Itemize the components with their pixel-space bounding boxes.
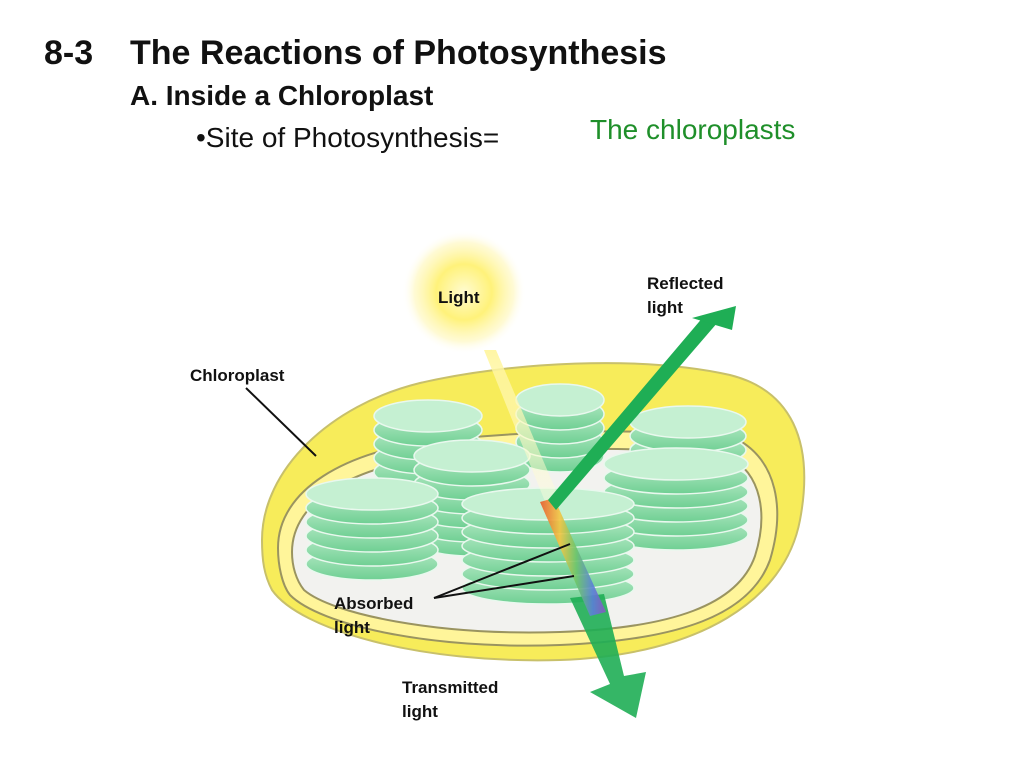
absorbed-label-line-1: Absorbed xyxy=(334,594,414,613)
light-source-glow xyxy=(402,230,526,354)
reflected-light-label: Reflected light xyxy=(647,272,724,320)
reflected-label-line-1: Reflected xyxy=(647,274,724,293)
granum-stack xyxy=(305,477,439,581)
chloroplast-leader-line xyxy=(245,387,317,457)
granum-stack xyxy=(603,447,749,551)
absorbed-leader-line-2 xyxy=(433,575,575,599)
thylakoid-disc xyxy=(515,383,605,417)
thylakoid-disc xyxy=(305,477,439,511)
thylakoid-disc xyxy=(629,405,747,439)
grana-stacks xyxy=(305,383,749,605)
slide-title: The Reactions of Photosynthesis xyxy=(130,34,667,72)
transmitted-light-label: Transmitted light xyxy=(402,676,498,724)
transmitted-arrow xyxy=(570,594,646,718)
chloroplast-label: Chloroplast xyxy=(190,366,285,385)
section-number: 8-3 xyxy=(44,34,94,72)
thylakoid-disc xyxy=(603,447,749,481)
slide-subtitle: A. Inside a Chloroplast xyxy=(130,80,434,111)
bullet-site: •Site of Photosynthesis= xyxy=(196,122,500,153)
answer-text: The chloroplasts xyxy=(590,114,796,145)
absorbed-spectrum-band xyxy=(540,498,606,616)
reflected-arrow xyxy=(548,306,736,510)
thylakoid-disc xyxy=(373,399,483,433)
incoming-light-beam xyxy=(484,350,560,504)
transmitted-label-line-2: light xyxy=(402,702,438,721)
thylakoid-disc xyxy=(413,439,531,473)
absorbed-light-label: Absorbed light xyxy=(334,592,413,640)
transmitted-label-line-1: Transmitted xyxy=(402,678,499,697)
absorbed-label-line-2: light xyxy=(334,618,370,637)
reflected-label-line-2: light xyxy=(647,298,683,317)
light-label: Light xyxy=(438,288,480,307)
absorbed-leader-line-1 xyxy=(433,543,571,599)
